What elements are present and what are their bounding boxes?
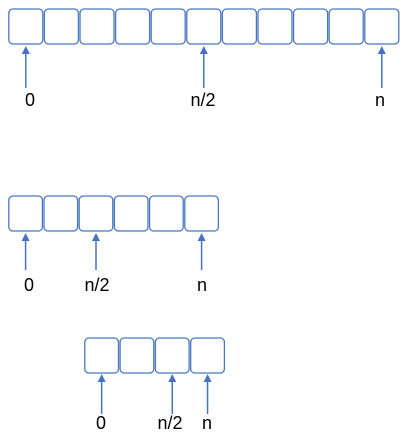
array-cell xyxy=(154,337,190,374)
pointer-label: 0 xyxy=(25,90,35,110)
array-cell xyxy=(113,195,149,232)
array-cell xyxy=(221,8,258,45)
pointer-arrowhead xyxy=(168,374,177,382)
array-cell xyxy=(119,337,155,374)
pointer-marker: n/2 xyxy=(190,46,216,110)
pointer-marker: n xyxy=(197,233,207,295)
array-cell xyxy=(84,337,120,374)
pointer-label: 0 xyxy=(24,275,34,295)
array-2: 0 n/2 n xyxy=(8,195,220,295)
pointer-marker: 0 xyxy=(96,374,106,433)
pointer-marker: 0 xyxy=(21,46,35,110)
array-cell xyxy=(43,8,80,45)
pointer-label: n xyxy=(202,413,212,433)
pointer-label: n xyxy=(375,90,385,110)
array-cell xyxy=(364,8,400,45)
pointer-arrowhead xyxy=(377,46,386,54)
array-3: 0 n/2 n xyxy=(84,337,226,433)
array-cell xyxy=(8,195,44,232)
pointer-label: n/2 xyxy=(84,275,109,295)
array-cell xyxy=(257,8,293,45)
array-cell xyxy=(78,195,114,232)
array-cell xyxy=(184,195,220,232)
array-cell xyxy=(186,8,222,45)
pointer-arrowhead xyxy=(199,46,208,54)
array-cell xyxy=(8,8,44,45)
pointer-arrowhead xyxy=(203,374,212,382)
array-cell xyxy=(328,8,364,45)
pointer-label: 0 xyxy=(96,413,106,433)
array-cell xyxy=(292,8,329,45)
pointer-arrowhead xyxy=(21,233,30,241)
pointer-marker: n/2 xyxy=(84,233,110,295)
pointer-label: n/2 xyxy=(190,90,215,110)
array-1: 0 n/2 n xyxy=(8,8,400,110)
pointer-marker: n xyxy=(375,46,386,110)
array-cell xyxy=(150,8,186,45)
pointer-arrowhead xyxy=(97,374,106,382)
array-cell xyxy=(114,8,151,45)
array-cell xyxy=(190,337,226,374)
pointer-marker: n xyxy=(202,374,212,433)
pointer-label: n xyxy=(197,275,207,295)
pointer-marker: 0 xyxy=(21,233,34,295)
array-cell xyxy=(79,8,115,45)
pointer-arrowhead xyxy=(92,233,100,241)
pointer-arrowhead xyxy=(21,46,30,54)
array-cell xyxy=(43,195,79,232)
pointer-marker: n/2 xyxy=(157,374,183,433)
pointer-arrowhead xyxy=(197,233,206,241)
array-cell xyxy=(148,195,184,232)
pointer-label: n/2 xyxy=(157,413,182,433)
